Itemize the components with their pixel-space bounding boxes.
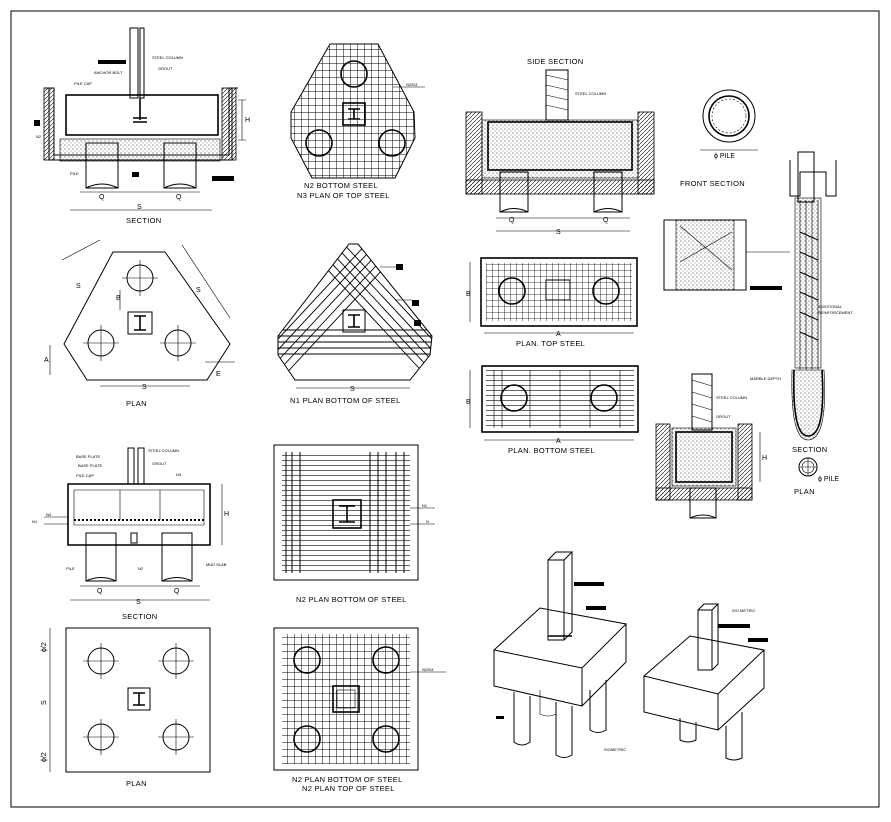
dim-s-bottom: S: [142, 384, 147, 391]
plan-top-steel: B A PLAN. TOP STEEL: [466, 257, 638, 348]
n2n3-title-2: N3 PLAN OF TOP STEEL: [297, 191, 390, 200]
n2n3-title-1: N2 BOTTOM STEEL: [304, 181, 378, 190]
mid-section-title: SECTION: [122, 612, 157, 621]
dim-h: H: [245, 117, 250, 124]
plan-dim-s: S: [41, 700, 48, 705]
side-section-title: SIDE SECTION: [527, 57, 584, 66]
dim-a: A: [44, 357, 49, 364]
side-dim-q1: Q: [509, 217, 515, 224]
n2n3-ref: N2/N3: [406, 82, 418, 87]
plan-top-steel-title: PLAN. TOP STEEL: [516, 339, 585, 348]
isometric-1: ISOMETRIC: [492, 551, 628, 758]
marble-depth-label: MARBLE DEPTH: [750, 376, 781, 381]
mid-pile-cap: PILE CAP: [76, 473, 94, 478]
plan-bottom-steel: B A PLAN. BOTTOM STEEL: [466, 365, 639, 455]
steel-column-label: STEEL COLUMN: [152, 55, 183, 60]
anchor-bolt-label: ANCHOR BOLT: [94, 70, 123, 75]
mid-dim-s: S: [136, 599, 141, 606]
n2-square-1: N1 N N2 PLAN BOTTOM OF STEEL: [273, 444, 435, 604]
top-dim-b: B: [466, 291, 471, 298]
small-grout: GROUT: [716, 414, 731, 419]
n2sq-2-title-1: N2 PLAN BOTTOM OF STEEL: [292, 775, 403, 784]
section-mid-left: BASE PLATE BASE PLATE STEEL COLUMN GROUT…: [32, 447, 229, 621]
mid-n1: N1: [32, 519, 38, 524]
n2-square-2: N2/N3 N2 PLAN BOTTOM OF STEEL N2 PLAN TO…: [273, 627, 446, 793]
n2-n3-triangle: N2/N3 N2 BOTTOM STEEL N3 PLAN OF TOP STE…: [290, 43, 425, 200]
mud-slab-label: MUD SLAB: [206, 562, 227, 567]
isometric-label: ISOMETRIC: [604, 747, 626, 752]
mid-steel-column: STEEL COLUMN: [148, 448, 179, 453]
pile-dia-label: ϕ PILE: [714, 153, 735, 160]
plan-triangle: S S S B A E PLAN: [44, 239, 235, 408]
small-dim-h: H: [762, 455, 767, 462]
dim-e: E: [216, 371, 221, 378]
base-plate-2: BASE PLATE: [78, 463, 102, 468]
n1-dim-s: S: [350, 386, 355, 393]
n2sq-n1: N1: [422, 503, 428, 508]
dim-s-right: S: [196, 287, 201, 294]
pile-label: PILE: [70, 171, 79, 176]
small-steel-column: STEEL COLUMN: [716, 395, 747, 400]
grout-label: GROUT: [158, 66, 173, 71]
sheet-border: [10, 10, 880, 808]
mid-n2: N2: [138, 566, 144, 571]
reinforcement-label: REINFORCEMENT: [818, 310, 853, 315]
plan-title-1: PLAN: [126, 399, 147, 408]
small-section: STEEL COLUMN GROUT H: [655, 373, 767, 519]
pile-section-title: SECTION: [792, 445, 827, 454]
pile-circle-detail: ϕ PILE FRONT SECTION: [680, 89, 758, 188]
mid-n4: N4: [46, 512, 52, 517]
n2-label: N2: [36, 134, 42, 139]
mid-dim-q2: Q: [174, 588, 180, 595]
pile-plan-dia: ϕ PILE: [818, 476, 839, 483]
n2sq-2-title-2: N2 PLAN TOP OF STEEL: [302, 784, 395, 793]
front-section-title: FRONT SECTION: [680, 179, 745, 188]
dim-s-left: S: [76, 283, 81, 290]
plan-square-title: PLAN: [126, 779, 147, 788]
mid-n3: N3: [176, 472, 182, 477]
n2sq-n: N: [426, 519, 429, 524]
pile-section: ADDITIONAL REINFORCEMENT MARBLE DEPTH SE…: [663, 151, 853, 496]
pile-plan-title: PLAN: [794, 487, 815, 496]
plan-square: ϕ/2 S ϕ/2 PLAN: [41, 627, 211, 788]
mid-pile: PILE: [66, 566, 75, 571]
bottom-dim-a: A: [556, 438, 561, 445]
dim-q1: Q: [99, 194, 105, 201]
isometric-label-2: ISO METRIC: [732, 608, 755, 613]
side-section: SIDE SECTION STEEL COLUMN Q Q S: [465, 57, 655, 236]
n1-title: N1 PLAN BOTTOM OF STEEL: [290, 396, 401, 405]
plan-dim-top: ϕ/2: [41, 642, 48, 652]
section-top-left: H STEEL COLUMN ANCHOR BOLT GROUT PILE CA…: [34, 27, 250, 225]
n2sq-1-title: N2 PLAN BOTTOM OF STEEL: [296, 595, 407, 604]
dim-q2: Q: [176, 194, 182, 201]
base-plate-1: BASE PLATE: [76, 454, 100, 459]
top-dim-a: A: [556, 331, 561, 338]
n1-triangle: S N1 PLAN BOTTOM OF STEEL: [277, 243, 433, 405]
plan-dim-bottom: ϕ/2: [41, 752, 48, 762]
plan-bottom-steel-title: PLAN. BOTTOM STEEL: [508, 446, 595, 455]
mid-grout: GROUT: [152, 461, 167, 466]
bottom-dim-b: B: [466, 399, 471, 406]
side-steel-column: STEEL COLUMN: [575, 91, 606, 96]
mid-dim-q1: Q: [97, 588, 103, 595]
pile-cap-label: PILE CAP: [74, 81, 92, 86]
mid-dim-h: H: [224, 511, 229, 518]
dim-s: S: [137, 204, 142, 211]
section-title-1: SECTION: [126, 216, 161, 225]
n2sq2-ref: N2/N3: [422, 667, 434, 672]
dim-b: B: [116, 295, 121, 302]
additional-label: ADDITIONAL: [818, 304, 843, 309]
side-dim-s: S: [556, 229, 561, 236]
isometric-2: ISO METRIC: [642, 603, 768, 761]
side-dim-q2: Q: [603, 217, 609, 224]
